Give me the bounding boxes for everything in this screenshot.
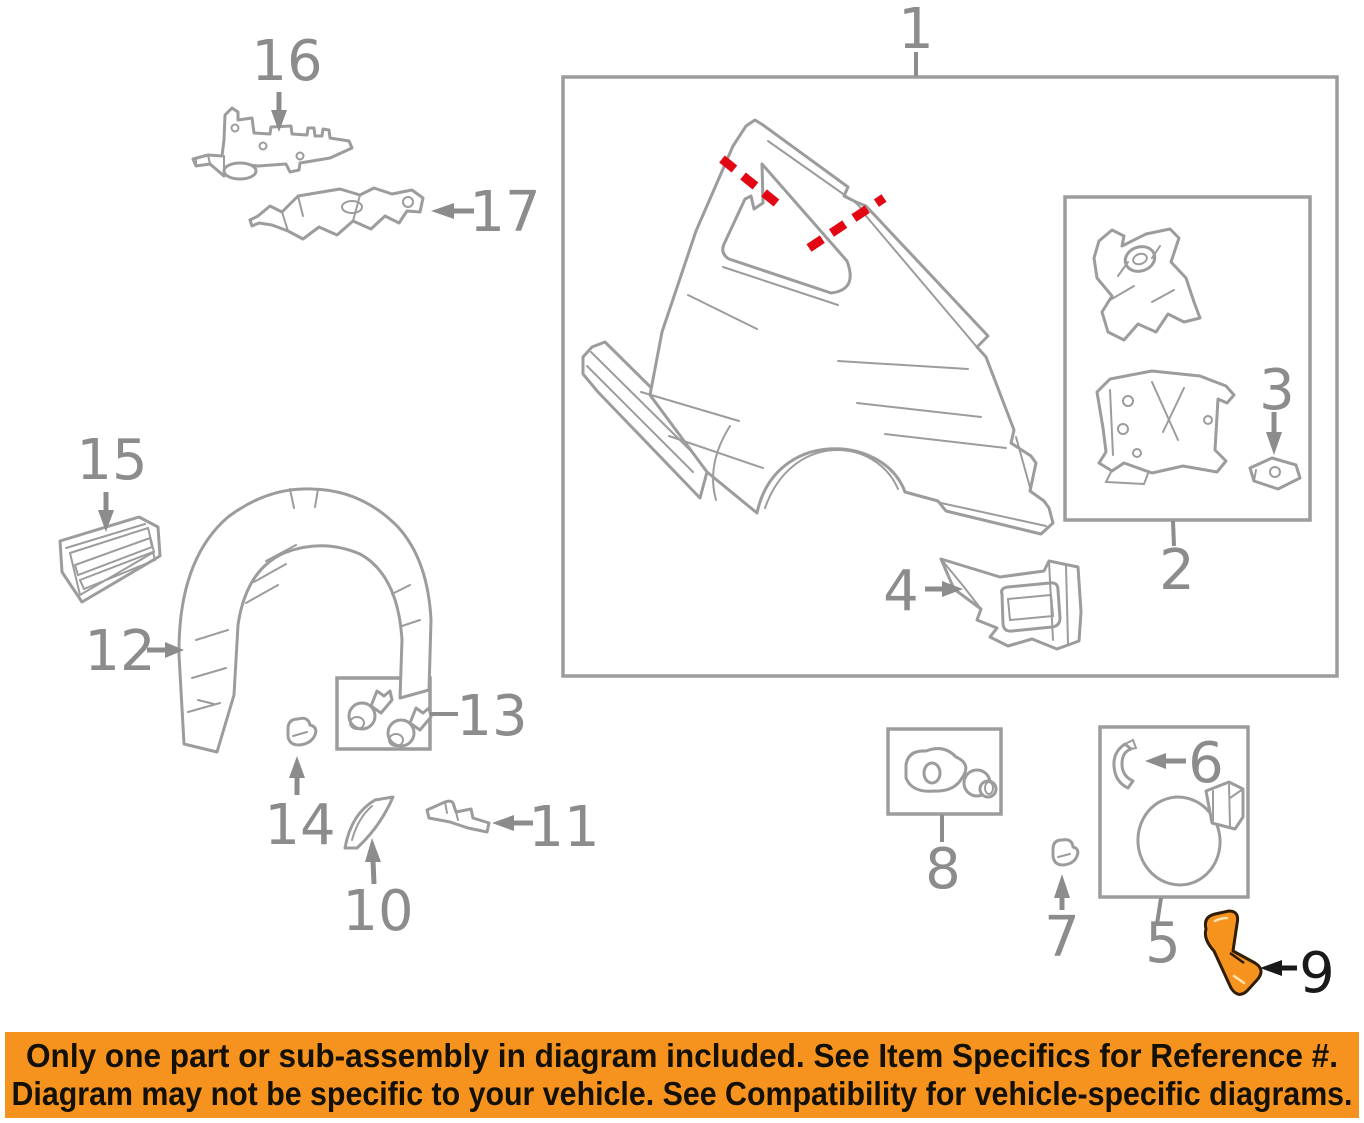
banner-background bbox=[5, 1032, 1359, 1118]
screws-part-13-drawing bbox=[347, 689, 433, 748]
bracket-part-17-drawing bbox=[248, 186, 425, 241]
wheel-arch-liner-part-12-drawing bbox=[177, 487, 433, 754]
callout-1-label: 1 bbox=[898, 0, 934, 62]
vent-part-15-drawing bbox=[58, 515, 162, 604]
callout-16-arrow bbox=[271, 92, 287, 132]
pillar-reinforcement-part-2-drawing bbox=[1092, 227, 1202, 342]
quarter-panel-drawing bbox=[581, 118, 1055, 536]
callout-11-arrow bbox=[492, 815, 533, 831]
callout-14-arrow bbox=[289, 756, 305, 795]
highlighted-part-9-drawing bbox=[1203, 909, 1263, 996]
callout-9-label: 9 bbox=[1299, 941, 1335, 1006]
red-cut-line-right bbox=[806, 194, 887, 252]
group-box-2 bbox=[1063, 195, 1312, 522]
callout-6-arrow bbox=[1145, 753, 1186, 769]
callout-15-label: 15 bbox=[76, 428, 147, 493]
callout-8-label: 8 bbox=[925, 837, 961, 902]
callout-10-arrow bbox=[365, 838, 381, 885]
strip-part-11-drawing bbox=[425, 799, 491, 834]
clip-part-7-drawing bbox=[1051, 838, 1080, 867]
callout-17-arrow bbox=[431, 203, 474, 219]
callout-9-arrow bbox=[1260, 960, 1297, 976]
fuel-door-part-5-drawing bbox=[1136, 780, 1245, 887]
callout-12-arrow bbox=[147, 642, 184, 658]
callout-13-label: 13 bbox=[456, 684, 527, 749]
banner-line-1: Only one part or sub-assembly in diagram… bbox=[26, 1037, 1338, 1074]
callout-14-label: 14 bbox=[264, 793, 335, 858]
bracket-part-16-drawing bbox=[191, 106, 354, 181]
red-cut-line-left bbox=[719, 155, 782, 209]
callout-3-arrow bbox=[1266, 412, 1282, 455]
callout-2-line bbox=[1171, 520, 1176, 547]
callout-17-label: 17 bbox=[469, 180, 540, 245]
callout-7-arrow bbox=[1054, 874, 1070, 910]
callout-5-label: 5 bbox=[1145, 911, 1181, 976]
callout-16-label: 16 bbox=[251, 29, 322, 94]
clip-part-14-drawing bbox=[286, 716, 318, 747]
callout-7-label: 7 bbox=[1044, 905, 1080, 970]
callout-12-label: 12 bbox=[84, 619, 155, 684]
group-box-5 bbox=[1098, 725, 1250, 899]
callout-10-label: 10 bbox=[342, 879, 413, 944]
callout-11-label: 11 bbox=[528, 795, 599, 860]
callout-15-arrow bbox=[98, 492, 114, 532]
group-box-1 bbox=[561, 75, 1339, 678]
disclaimer-banner: Only one part or sub-assembly in diagram… bbox=[5, 1032, 1359, 1118]
fuel-door-spring-part-6-drawing bbox=[1112, 738, 1138, 790]
banner-line-2: Diagram may not be specific to your vehi… bbox=[12, 1075, 1353, 1112]
callout-4-arrow bbox=[925, 581, 963, 597]
callout-5-line bbox=[1155, 897, 1163, 925]
parts-diagram-canvas: 1 2 3 4 5 6 7 8 9 10 11 12 13 14 15 16 1… bbox=[58, 0, 1339, 1006]
wheelhouse-trim-part-2-drawing bbox=[1095, 369, 1236, 486]
grommets-part-8-drawing bbox=[904, 747, 998, 799]
patch-part-10-drawing bbox=[343, 795, 395, 850]
group-box-8 bbox=[886, 727, 1003, 816]
extension-part-4-drawing bbox=[939, 557, 1083, 651]
window-cutout bbox=[721, 162, 852, 295]
callout-2-label: 2 bbox=[1159, 538, 1195, 603]
callout-6-label: 6 bbox=[1188, 731, 1224, 796]
callout-3-label: 3 bbox=[1259, 358, 1295, 423]
callout-4-label: 4 bbox=[883, 559, 919, 624]
clip-nut-part-3-drawing bbox=[1248, 456, 1302, 491]
